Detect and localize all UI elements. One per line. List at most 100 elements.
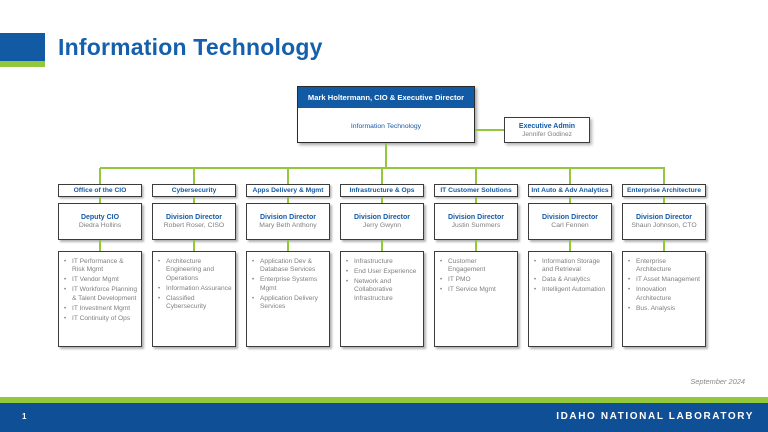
bullet-icon: • xyxy=(252,277,255,284)
director-role: Division Director xyxy=(447,213,504,221)
bullet-item: •Infrastructure xyxy=(346,258,420,266)
bullet-icon: • xyxy=(252,259,255,265)
responsibilities-box[interactable]: • IT Performance & Risk Mgmt •IT Vendor Mg… xyxy=(58,251,142,347)
bullet-text: Application Delivery Services xyxy=(260,294,318,311)
division-header[interactable]: Cybersecurity xyxy=(152,184,236,197)
bullet-text: Enterprise Architecture xyxy=(636,258,672,274)
bullet-text: Network and Collaborative Infrastructure xyxy=(354,277,393,302)
bullet-text: IT Investment Mgmt xyxy=(72,304,131,312)
division-header[interactable]: Office of the CIO xyxy=(58,184,142,197)
bullet-item: •IT Vendor Mgmt xyxy=(64,276,138,284)
connector-line xyxy=(193,240,195,251)
bullet-text: IT Continuity of Ops xyxy=(72,314,131,322)
responsibilities-box[interactable]: •Customer Engagement•IT PMO•IT Service M… xyxy=(434,251,518,347)
bullet-item: •Application Dev & Database Services xyxy=(252,258,326,275)
bullet-icon: • xyxy=(64,315,67,322)
bullet-text: Enterprise Systems Mgmt xyxy=(260,276,318,292)
bullet-item: •Network and Collaborative Infrastructur… xyxy=(346,278,420,303)
cio-box-org-name: Information Technology xyxy=(350,122,422,130)
director-role: Deputy CIO xyxy=(80,213,120,221)
connector-line xyxy=(287,240,289,251)
responsibilities-box[interactable]: • Enterprise Architecture • IT Asset Manage… xyxy=(622,251,706,347)
bullet-text: Architecture Engineering and Operations xyxy=(166,258,215,282)
division-header[interactable]: Enterprise Architecture xyxy=(622,184,706,197)
bullet-item: • Architecture Engineering and Operations xyxy=(158,258,232,283)
bullet-text: Classified Cybersecurity xyxy=(166,294,207,311)
responsibilities-box[interactable]: • Architecture Engineering and Operations… xyxy=(152,251,236,347)
bullet-item: • IT Continuity of Ops xyxy=(64,315,138,323)
connector-line xyxy=(663,240,665,251)
bullet-icon: • xyxy=(534,259,537,265)
bullet-item: •Data & Analytics xyxy=(534,276,608,284)
director-name: Shaun Johnson, CTO xyxy=(631,222,697,230)
cio-box[interactable]: Mark Holtermann, CIO & Executive Directo… xyxy=(297,86,475,143)
bullet-icon: • xyxy=(440,287,443,294)
director-role: Division Director xyxy=(259,213,316,221)
bullet-item: • IT Investment Mgmt xyxy=(64,305,138,313)
page-number: 1 xyxy=(22,412,27,421)
responsibilities-box[interactable]: • Information Storage and Retrieval •Data … xyxy=(528,251,612,347)
division-header[interactable]: IT Customer Solutions xyxy=(434,184,518,197)
bullet-text: Data & Analytics xyxy=(542,276,591,284)
bullet-icon: • xyxy=(628,277,631,284)
connector-line xyxy=(569,240,571,251)
connector-line xyxy=(475,168,477,184)
slide-date: September 2024 xyxy=(690,377,745,386)
director-role: Division Director xyxy=(635,213,692,221)
director-name: Jerry Gwynn xyxy=(362,222,402,230)
director-role: Division Director xyxy=(353,213,410,221)
bullet-item: • IT Asset Management xyxy=(628,276,702,284)
director-name: Mary Beth Anthony xyxy=(259,222,317,230)
responsibilities-box[interactable]: •Infrastructure•End User Experience•Netw… xyxy=(340,251,424,347)
bullet-text: IT Asset Management xyxy=(636,276,701,284)
footer-accent-stripe xyxy=(0,397,768,403)
connector-line xyxy=(193,197,195,203)
connector-line xyxy=(663,168,665,184)
bullet-item: •End User Experience xyxy=(346,268,420,276)
bullet-item: •Customer Engagement xyxy=(440,258,514,275)
bullet-text: Information Storage and Retrieval xyxy=(542,258,600,274)
bullet-icon: • xyxy=(64,277,67,284)
connector-line xyxy=(99,240,101,251)
division-header[interactable]: Apps Delivery & Mgmt xyxy=(246,184,330,197)
connector-cio-vertical xyxy=(385,143,387,168)
bullet-item: •Intelligent Automation xyxy=(534,286,608,294)
responsibilities-box[interactable]: •Application Dev & Database Services•Ent… xyxy=(246,251,330,347)
bullet-icon: • xyxy=(64,305,67,312)
bullet-text: Customer Engagement xyxy=(448,258,486,274)
bullet-item: •Innovation Architecture xyxy=(628,286,702,303)
bullet-item: •Application Delivery Services xyxy=(252,295,326,312)
bullet-icon: • xyxy=(64,259,67,265)
bullet-icon: • xyxy=(64,287,67,294)
bullet-text: Information Assurance xyxy=(166,284,232,292)
connector-line xyxy=(381,240,383,251)
bullet-item: •IT Workforce Planning & Talent Developm… xyxy=(64,286,138,303)
title-accent-underline xyxy=(0,61,45,67)
bullet-icon: • xyxy=(158,259,161,265)
bullet-text: Intelligent Automation xyxy=(542,286,606,294)
cio-box-title: Mark Holtermann, CIO & Executive Directo… xyxy=(298,87,474,108)
bullet-item: •Bus. Analysis xyxy=(628,305,702,313)
bullet-icon: • xyxy=(346,268,349,275)
division-header[interactable]: Int Auto & Adv Analytics xyxy=(528,184,612,197)
executive-admin-title: Executive Admin xyxy=(518,122,576,130)
executive-admin-box[interactable]: Executive Admin Jennifer Godinez xyxy=(504,117,590,143)
page-title: Information Technology xyxy=(58,34,323,60)
bullet-text: IT Performance & Risk Mgmt xyxy=(72,258,124,274)
director-name: Diedra Hollins xyxy=(78,222,122,230)
connector-line xyxy=(475,240,477,251)
connector-cio-to-exec-admin xyxy=(475,129,504,131)
connector-line xyxy=(193,168,195,184)
division-header[interactable]: Infrastructure & Ops xyxy=(340,184,424,197)
bullet-text: IT Service Mgmt xyxy=(448,286,496,294)
bullet-icon: • xyxy=(628,287,631,294)
